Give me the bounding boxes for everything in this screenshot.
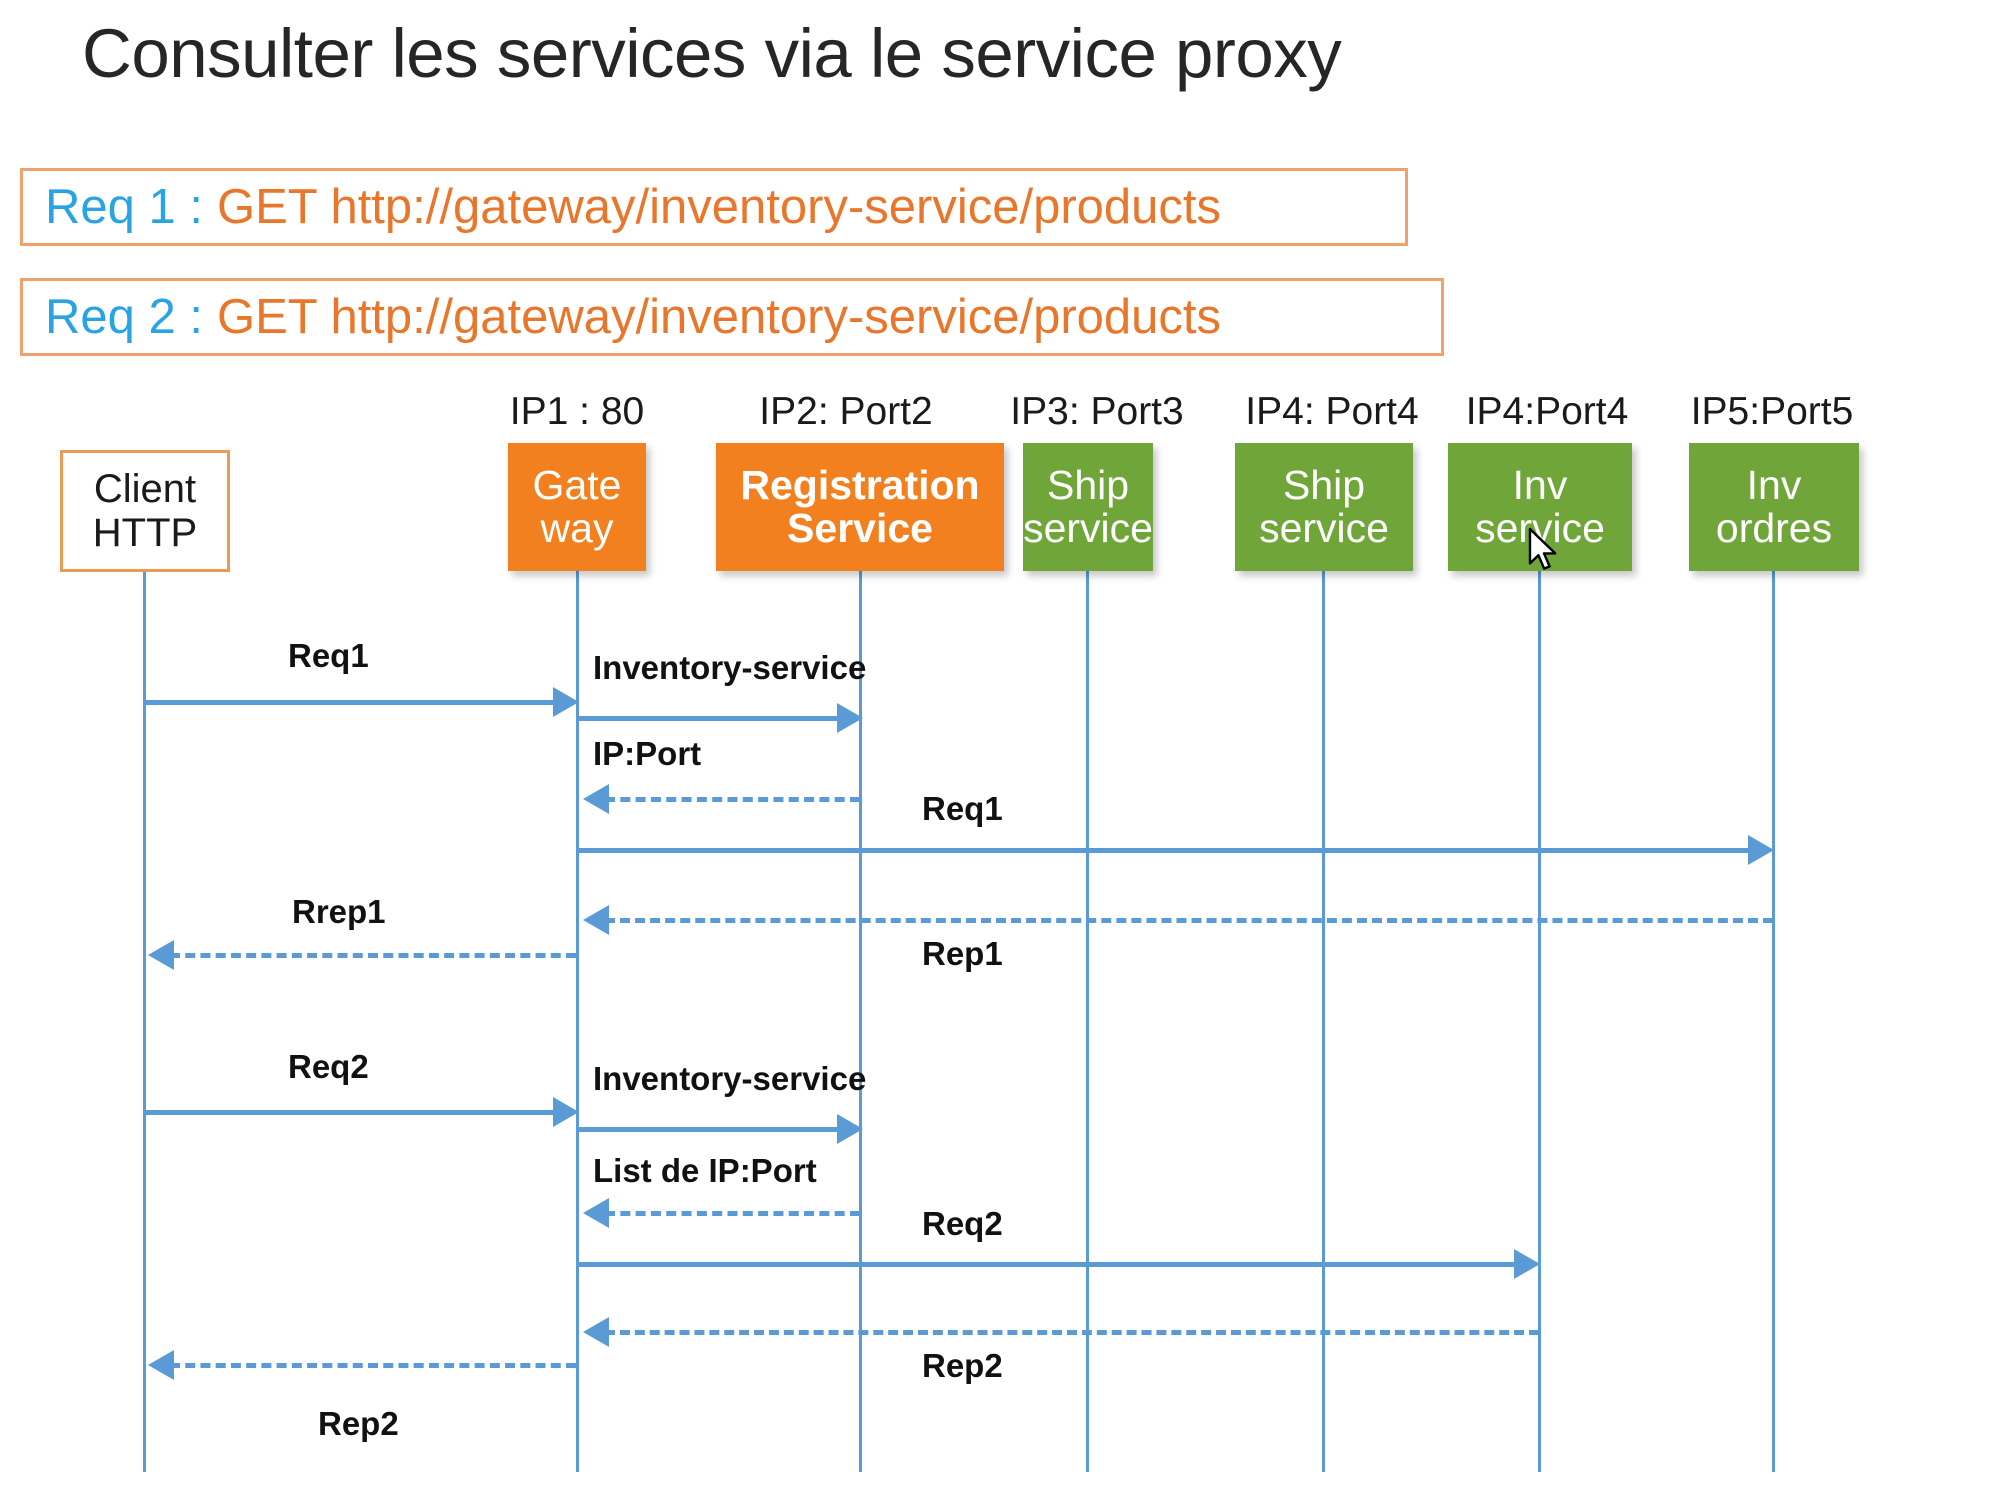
arrowhead-inventory-service-2: [837, 1114, 863, 1144]
arrowhead-list-ipport: [583, 1198, 609, 1228]
request-1-url: GET http://gateway/inventory-service/pro…: [216, 180, 1222, 234]
message-label-inventory-service-2: Inventory-service: [593, 1060, 867, 1097]
message-line-req2-client-gateway: [145, 1110, 557, 1115]
lifeline-client: [143, 572, 146, 1472]
participant-registry-line1: Registration: [740, 461, 980, 508]
message-label-req1-gateway: Req1: [922, 790, 1003, 827]
message-label-inventory-service-1: Inventory-service: [593, 649, 867, 686]
message-line-req1-gateway-inv5: [577, 848, 1752, 853]
arrowhead-req1-client-gateway: [553, 687, 579, 717]
message-label-ipport: IP:Port: [593, 735, 702, 772]
participant-inv5-line2: ordres: [1715, 505, 1833, 551]
participant-inv5-line1: Inv: [1746, 461, 1802, 508]
participant-ship4-line2: service: [1259, 505, 1389, 551]
address-registry: IP2: Port2: [759, 390, 933, 433]
message-line-rep2-gateway-client: [170, 1363, 576, 1368]
participant-client-line1: Client: [93, 467, 197, 511]
address-ship3: IP3: Port3: [1010, 390, 1184, 433]
message-line-inventory-service-2: [577, 1127, 845, 1132]
participant-gateway[interactable]: Gate way: [508, 443, 646, 571]
arrowhead-rep2-gateway-client: [148, 1350, 174, 1380]
address-gateway: IP1 : 80: [509, 390, 645, 433]
address-inv5: IP5:Port5: [1690, 390, 1854, 433]
lifeline-inv4: [1538, 570, 1541, 1472]
arrowhead-req2-gateway-inv4: [1514, 1249, 1540, 1279]
request-box-1: Req 1 : GET http://gateway/inventory-ser…: [20, 168, 1408, 246]
participant-gateway-line1: Gate: [532, 461, 622, 508]
message-label-rrep1: Rrep1: [292, 893, 386, 930]
mouse-pointer-icon: [1528, 527, 1562, 573]
participant-inv-ordres[interactable]: Inv ordres: [1689, 443, 1859, 571]
message-line-rrep1: [170, 953, 576, 958]
message-line-list-ipport: [605, 1211, 860, 1216]
page-title: Consulter les services via le service pr…: [82, 15, 1342, 92]
lifeline-registry: [859, 570, 862, 1472]
message-line-inventory-service-1: [577, 716, 845, 721]
arrowhead-rep1: [583, 905, 609, 935]
arrowhead-ipport: [583, 784, 609, 814]
lifeline-gateway: [576, 570, 579, 1472]
message-label-req2-gateway: Req2: [922, 1205, 1003, 1242]
lifeline-inv5: [1772, 570, 1775, 1472]
message-label-rep2-client: Rep2: [318, 1405, 399, 1442]
lifeline-ship3: [1086, 570, 1089, 1472]
message-line-rep1: [605, 918, 1773, 923]
participant-registration-service[interactable]: Registration Service: [716, 443, 1004, 571]
participant-ship-service-3[interactable]: Ship service: [1023, 443, 1153, 571]
request-2-url: GET http://gateway/inventory-service/pro…: [216, 290, 1222, 344]
message-label-rep1: Rep1: [922, 935, 1003, 972]
participant-ship-service-4[interactable]: Ship service: [1235, 443, 1413, 571]
request-box-2: Req 2 : GET http://gateway/inventory-ser…: [20, 278, 1444, 356]
message-label-req2-client: Req2: [288, 1048, 369, 1085]
message-label-rep2-gateway: Rep2: [922, 1347, 1003, 1384]
participant-gateway-line2: way: [540, 505, 614, 551]
participant-ship3-line2: service: [1023, 505, 1153, 551]
request-1-lead: Req 1 :: [45, 180, 203, 234]
participant-ship3-line1: Ship: [1046, 461, 1130, 508]
arrowhead-req2-client-gateway: [553, 1097, 579, 1127]
message-line-req1-client-gateway: [145, 700, 557, 705]
participant-client-line2: HTTP: [92, 511, 198, 555]
message-line-req2-gateway-inv4: [577, 1262, 1517, 1267]
participant-ship4-line1: Ship: [1282, 461, 1366, 508]
participant-registry-line2: Service: [787, 505, 933, 551]
address-ship4: IP4: Port4: [1245, 390, 1419, 433]
message-label-list-ipport: List de IP:Port: [593, 1152, 817, 1189]
message-line-rep2-inv4-gateway: [605, 1330, 1539, 1335]
lifeline-ship4: [1322, 570, 1325, 1472]
participant-inv4-line1: Inv: [1512, 461, 1568, 508]
arrowhead-rep2-inv4-gateway: [583, 1317, 609, 1347]
request-2-lead: Req 2 :: [45, 290, 203, 344]
address-inv4: IP4:Port4: [1465, 390, 1629, 433]
arrowhead-rrep1: [148, 940, 174, 970]
message-line-ipport: [605, 797, 860, 802]
arrowhead-req1-gateway-inv5: [1748, 835, 1774, 865]
arrowhead-inventory-service-1: [837, 703, 863, 733]
participant-client[interactable]: Client HTTP: [60, 450, 230, 572]
message-label-req1-client: Req1: [288, 637, 369, 674]
